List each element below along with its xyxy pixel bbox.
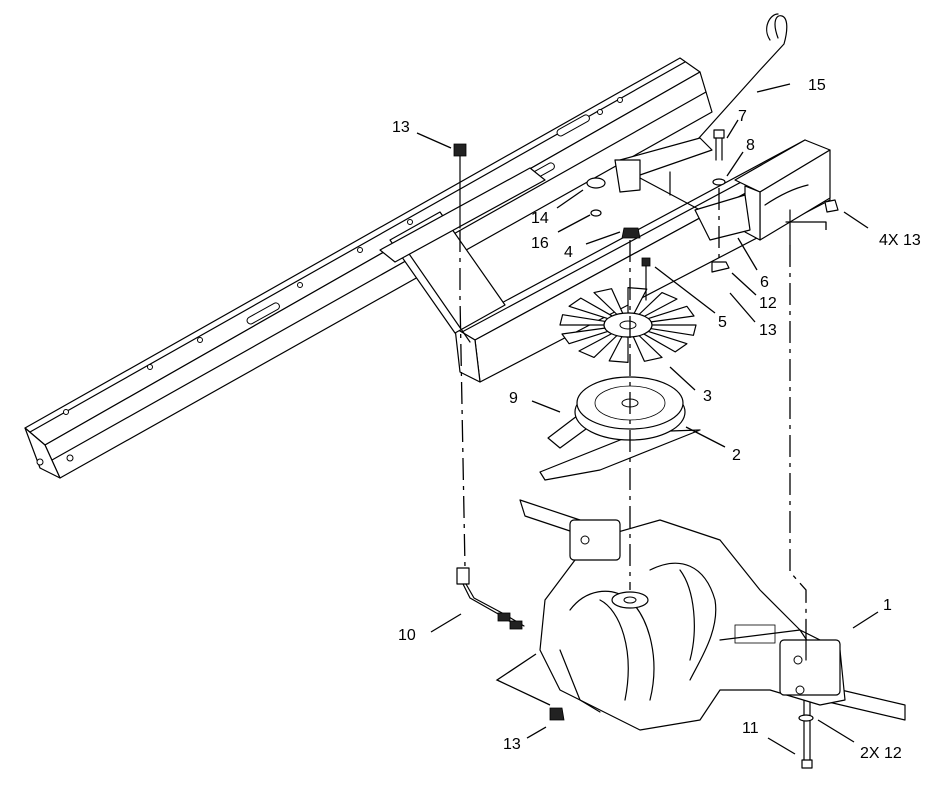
fan-bore: [619, 320, 637, 330]
callout-12-upper: 12: [759, 295, 777, 312]
bolt-11: [801, 699, 813, 769]
bolt-7: [713, 129, 725, 161]
nut-13-bottom: [549, 707, 565, 721]
nut-13-top-left: [453, 143, 467, 229]
washer-8: [712, 178, 726, 186]
callout-3: 3: [703, 388, 712, 405]
nut-4: [621, 227, 641, 239]
callout-4x13: 4X 13: [879, 232, 921, 249]
callout-4: 4: [564, 244, 573, 261]
callout-2x12: 2X 12: [860, 745, 902, 762]
callout-14: 14: [531, 210, 549, 227]
nut-12-upper: [711, 261, 730, 273]
callout-5: 5: [718, 314, 727, 331]
callout-11: 11: [742, 720, 759, 737]
callout-16: 16: [531, 235, 549, 252]
callout-13-bottom: 13: [503, 736, 521, 753]
cooling-fan: [559, 287, 697, 363]
callout-8: 8: [746, 137, 755, 154]
callout-15: 15: [808, 77, 826, 94]
washer-12-lower: [798, 714, 814, 722]
callout-13-mid: 13: [759, 322, 777, 339]
callout-2: 2: [732, 447, 741, 464]
nut-13-right: [824, 199, 839, 213]
control-rod: [614, 13, 788, 241]
leader-lines: [416, 83, 879, 755]
callout-7: 7: [738, 108, 747, 125]
callout-10: 10: [398, 627, 416, 644]
cross-brace: [379, 167, 546, 343]
callout-13-top-left: 13: [392, 119, 410, 136]
transaxle: [519, 499, 906, 731]
callout-9: 9: [509, 390, 518, 407]
centerlines: [459, 188, 827, 661]
callout-1: 1: [883, 597, 892, 614]
callout-6: 6: [760, 274, 769, 291]
spacer-14: [586, 177, 606, 217]
bolt-5: [641, 257, 651, 301]
control-cable: [456, 567, 525, 630]
